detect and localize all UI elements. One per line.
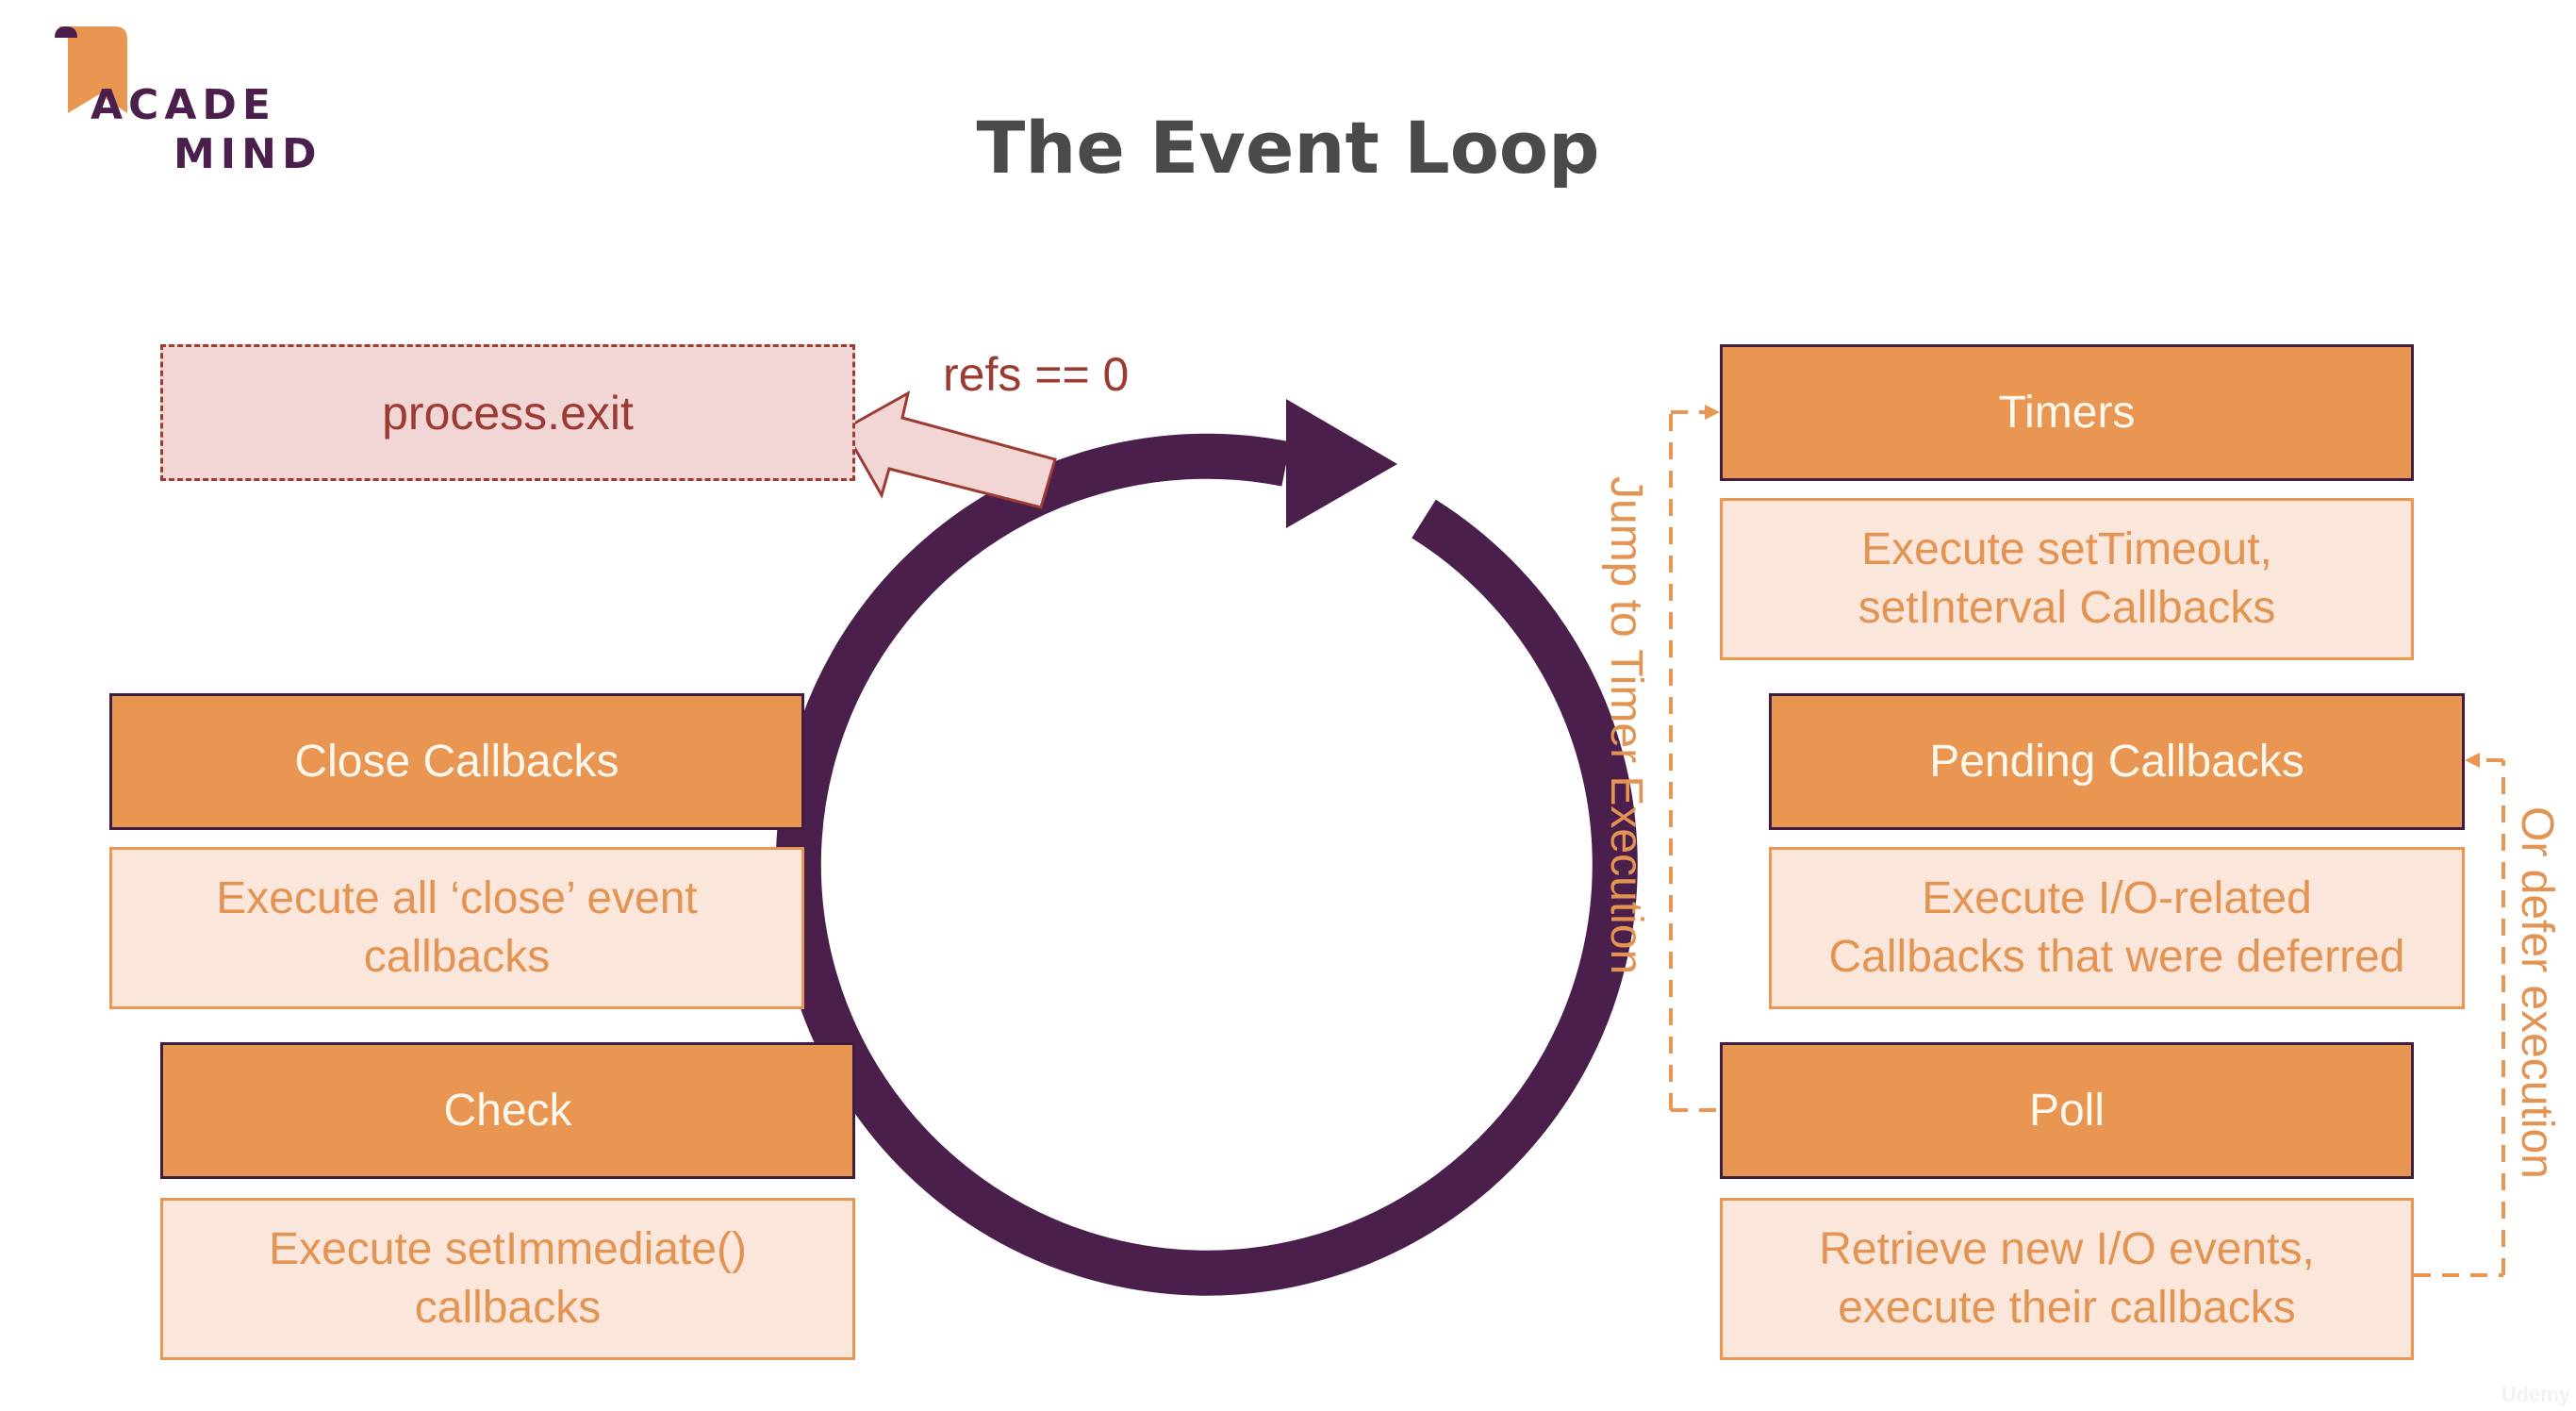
event-loop-arrowhead <box>1286 399 1397 528</box>
bookmark-ribbon-icon <box>55 26 127 113</box>
phase-timers-desc: Execute setTimeout, setInterval Callback… <box>1720 498 2414 660</box>
event-loop-ring <box>775 433 1638 1296</box>
phase-close-desc: Execute all ‘close’ event callbacks <box>109 847 804 1009</box>
phase-pending: Pending Callbacks <box>1769 693 2465 830</box>
defer-connector <box>2414 758 2505 1277</box>
phase-timers: Timers <box>1720 344 2414 481</box>
phase-pending-title: Pending Callbacks <box>1929 737 2304 787</box>
logo-line2: MIND <box>173 130 322 178</box>
jump-annotation: Jump to Timer Execution <box>1601 476 1651 975</box>
phase-pending-desc: Execute I/O-related Callbacks that were … <box>1769 847 2465 1009</box>
jump-arrow-head <box>1705 405 1720 420</box>
page-title: The Event Loop <box>976 106 1600 190</box>
phase-check: Check <box>160 1042 855 1179</box>
refs-condition-label: refs == 0 <box>943 348 1130 401</box>
defer-arrow-head <box>2465 753 2480 768</box>
process-exit-box: process.exit <box>160 344 855 481</box>
udemy-watermark: Udemy <box>2501 1383 2570 1406</box>
process-exit-label: process.exit <box>382 386 634 440</box>
exit-arrow <box>841 390 1057 509</box>
phase-check-desc: Execute setImmediate() callbacks <box>160 1198 855 1360</box>
phase-close: Close Callbacks <box>109 693 804 830</box>
phase-check-title: Check <box>443 1086 572 1136</box>
jump-connector <box>1669 410 1720 1112</box>
defer-annotation: Or defer execution <box>2512 806 2562 1179</box>
logo-line1: ACADE <box>91 81 276 129</box>
phase-poll: Poll <box>1720 1042 2414 1179</box>
phase-timers-title: Timers <box>1998 388 2136 438</box>
phase-poll-desc: Retrieve new I/O events, execute their c… <box>1720 1198 2414 1360</box>
phase-close-title: Close Callbacks <box>294 737 619 787</box>
phase-poll-title: Poll <box>2028 1086 2105 1136</box>
